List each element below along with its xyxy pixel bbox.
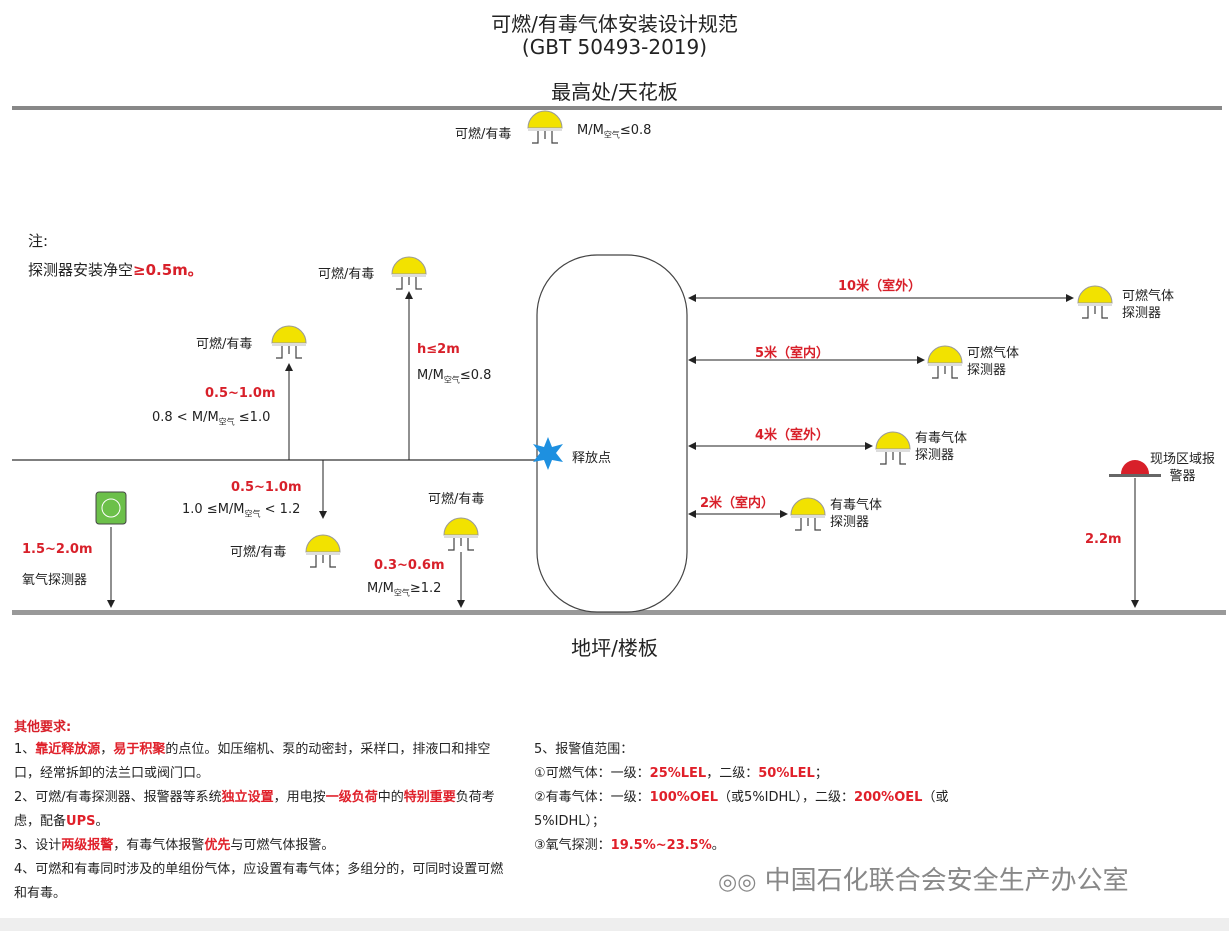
watermark: ◎◎ 中国石化联合会安全生产办公室 [718, 866, 1129, 896]
ratio-label: M/M空气≤0.8 [417, 368, 492, 385]
detector-label: 有毒气体探测器 [915, 431, 968, 463]
text: 4、可燃和有毒同时涉及的单组份气体，应设置有毒气体；多组分的，可同时设置可燃和有… [14, 862, 504, 901]
floor-label: 地坪/楼板 [571, 636, 658, 660]
text: ； [814, 766, 828, 781]
detector-label: 可燃/有毒 [428, 492, 485, 507]
list-item: ③氧气探测：19.5%~23.5%。 [534, 834, 994, 858]
bottom-bar [0, 918, 1229, 931]
release-label: 释放点 [572, 451, 612, 466]
oxygen-detector-icon [95, 491, 127, 525]
text: ①可燃气体：一级： [534, 766, 650, 781]
requirements-list: 1、靠近释放源，易于积聚的点位。如压缩机、泵的动密封，采样口，排液口和排空口，经… [14, 738, 514, 906]
highlight-text: 19.5%~23.5% [610, 838, 712, 853]
distance-label: 0.5~1.0m [231, 480, 302, 495]
detector-label: 有毒气体探测器 [830, 498, 883, 530]
list-item: 5、报警值范围： [534, 738, 994, 762]
distance-label: 10米（室外） [838, 279, 922, 294]
text: （或5%IDHL），二级： [718, 790, 855, 805]
text: 5、报警值范围： [534, 742, 634, 757]
height-label: 2.2m [1085, 532, 1122, 547]
text: ，二级： [706, 766, 759, 781]
highlight-text: 100%OEL [649, 790, 719, 805]
text: ，有毒气体报警 [113, 838, 205, 853]
detector-icon [790, 497, 826, 531]
detector-label: 可燃/有毒 [230, 545, 287, 560]
note-head: 注: [28, 232, 49, 250]
distance-label: 0.5~1.0m [205, 386, 276, 401]
detector-icon [875, 431, 911, 465]
text: 负荷考虑，配备 [14, 790, 495, 829]
detector-icon [271, 325, 307, 359]
list-item: 4、可燃和有毒同时涉及的单组份气体，应设置有毒气体；多组分的，可同时设置可燃和有… [14, 858, 514, 906]
detector-icon [1077, 285, 1113, 319]
text: 2、可燃/有毒探测器、报警器等系统 [14, 790, 222, 805]
list-item: 3、设计两级报警，有毒气体报警优先与可燃气体报警。 [14, 834, 514, 858]
ratio-label: M/M空气≥1.2 [367, 581, 442, 598]
text: 1、 [14, 742, 36, 757]
wechat-icon: ◎◎ [718, 870, 757, 895]
release-star-icon [533, 437, 563, 470]
ratio-label: 1.0 ≤M/M空气 < 1.2 [182, 502, 301, 519]
text: 的点位。如压缩机、泵的动密封，采样口，排液口和排空口，经常拆卸的法兰口或阀门口。 [14, 742, 491, 781]
list-item: 2、可燃/有毒探测器、报警器等系统独立设置，用电按一级负荷中的特别重要负荷考虑，… [14, 786, 514, 834]
detector-icon [527, 110, 563, 144]
distance-label: 4米（室外） [755, 428, 830, 443]
alarm-values-list: 5、报警值范围：①可燃气体：一级：25%LEL，二级：50%LEL；②有毒气体：… [534, 738, 994, 858]
distance-label: 0.3~0.6m [374, 558, 445, 573]
distance-label: 1.5~2.0m [22, 542, 93, 557]
detector-icon [391, 256, 427, 290]
detector-label: 可燃/有毒 [196, 337, 253, 352]
highlight-text: 优先 [204, 838, 231, 853]
distance-label: 2米（室内） [700, 496, 775, 511]
ceiling-label: 最高处/天花板 [551, 80, 678, 104]
text: ③氧气探测： [534, 838, 611, 853]
text: 。 [95, 814, 109, 829]
alarm-icon [1109, 460, 1161, 477]
text: ②有毒气体：一级： [534, 790, 650, 805]
highlight-text: 50%LEL [758, 766, 815, 781]
vessel [536, 254, 688, 613]
highlight-text: 一级负荷 [325, 790, 378, 805]
detector-label: 可燃/有毒 [455, 127, 512, 142]
highlight-text: 靠近释放源 [35, 742, 101, 757]
highlight-text: 两级报警 [61, 838, 114, 853]
detector-icon [305, 534, 341, 568]
text: 中的 [377, 790, 404, 805]
height-label: h≤2m [417, 342, 460, 357]
ratio-label: M/M空气≤0.8 [577, 123, 652, 140]
title-line2: (GBT 50493-2019) [521, 35, 708, 59]
list-item: 1、靠近释放源，易于积聚的点位。如压缩机、泵的动密封，采样口，排液口和排空口，经… [14, 738, 514, 786]
ratio-label: 0.8 < M/M空气 ≤1.0 [152, 410, 271, 427]
detector-icon [443, 517, 479, 551]
note-text: 探测器安装净空≥0.5m。 [28, 261, 203, 279]
highlight-text: 独立设置 [221, 790, 274, 805]
highlight-text: 特别重要 [403, 790, 456, 805]
title-line1: 可燃/有毒气体安装设计规范 [491, 12, 738, 36]
detector-label: 可燃气体探测器 [1122, 289, 1175, 321]
requirements-heading: 其他要求: [14, 720, 72, 735]
oxygen-label: 氧气探测器 [22, 573, 88, 588]
alarm-label: 现场区域报警器 [1150, 452, 1216, 484]
detector-label: 可燃气体探测器 [967, 346, 1020, 378]
text: 3、设计 [14, 838, 62, 853]
text: ， [100, 742, 114, 757]
highlight-text: 易于积聚 [113, 742, 166, 757]
text: （或5%IDHL）； [534, 790, 949, 829]
text: 与可燃气体报警。 [230, 838, 335, 853]
highlight-text: 200%OEL [854, 790, 923, 805]
list-item: ①可燃气体：一级：25%LEL，二级：50%LEL； [534, 762, 994, 786]
text: ，用电按 [273, 790, 326, 805]
text: 。 [711, 838, 725, 853]
detector-label: 可燃/有毒 [318, 267, 375, 282]
ceiling-line [12, 106, 1222, 110]
highlight-text: 25%LEL [649, 766, 707, 781]
highlight-text: UPS [66, 814, 96, 829]
list-item: ②有毒气体：一级：100%OEL（或5%IDHL），二级：200%OEL（或5%… [534, 786, 994, 834]
distance-label: 5米（室内） [755, 346, 830, 361]
detector-icon [927, 345, 963, 379]
